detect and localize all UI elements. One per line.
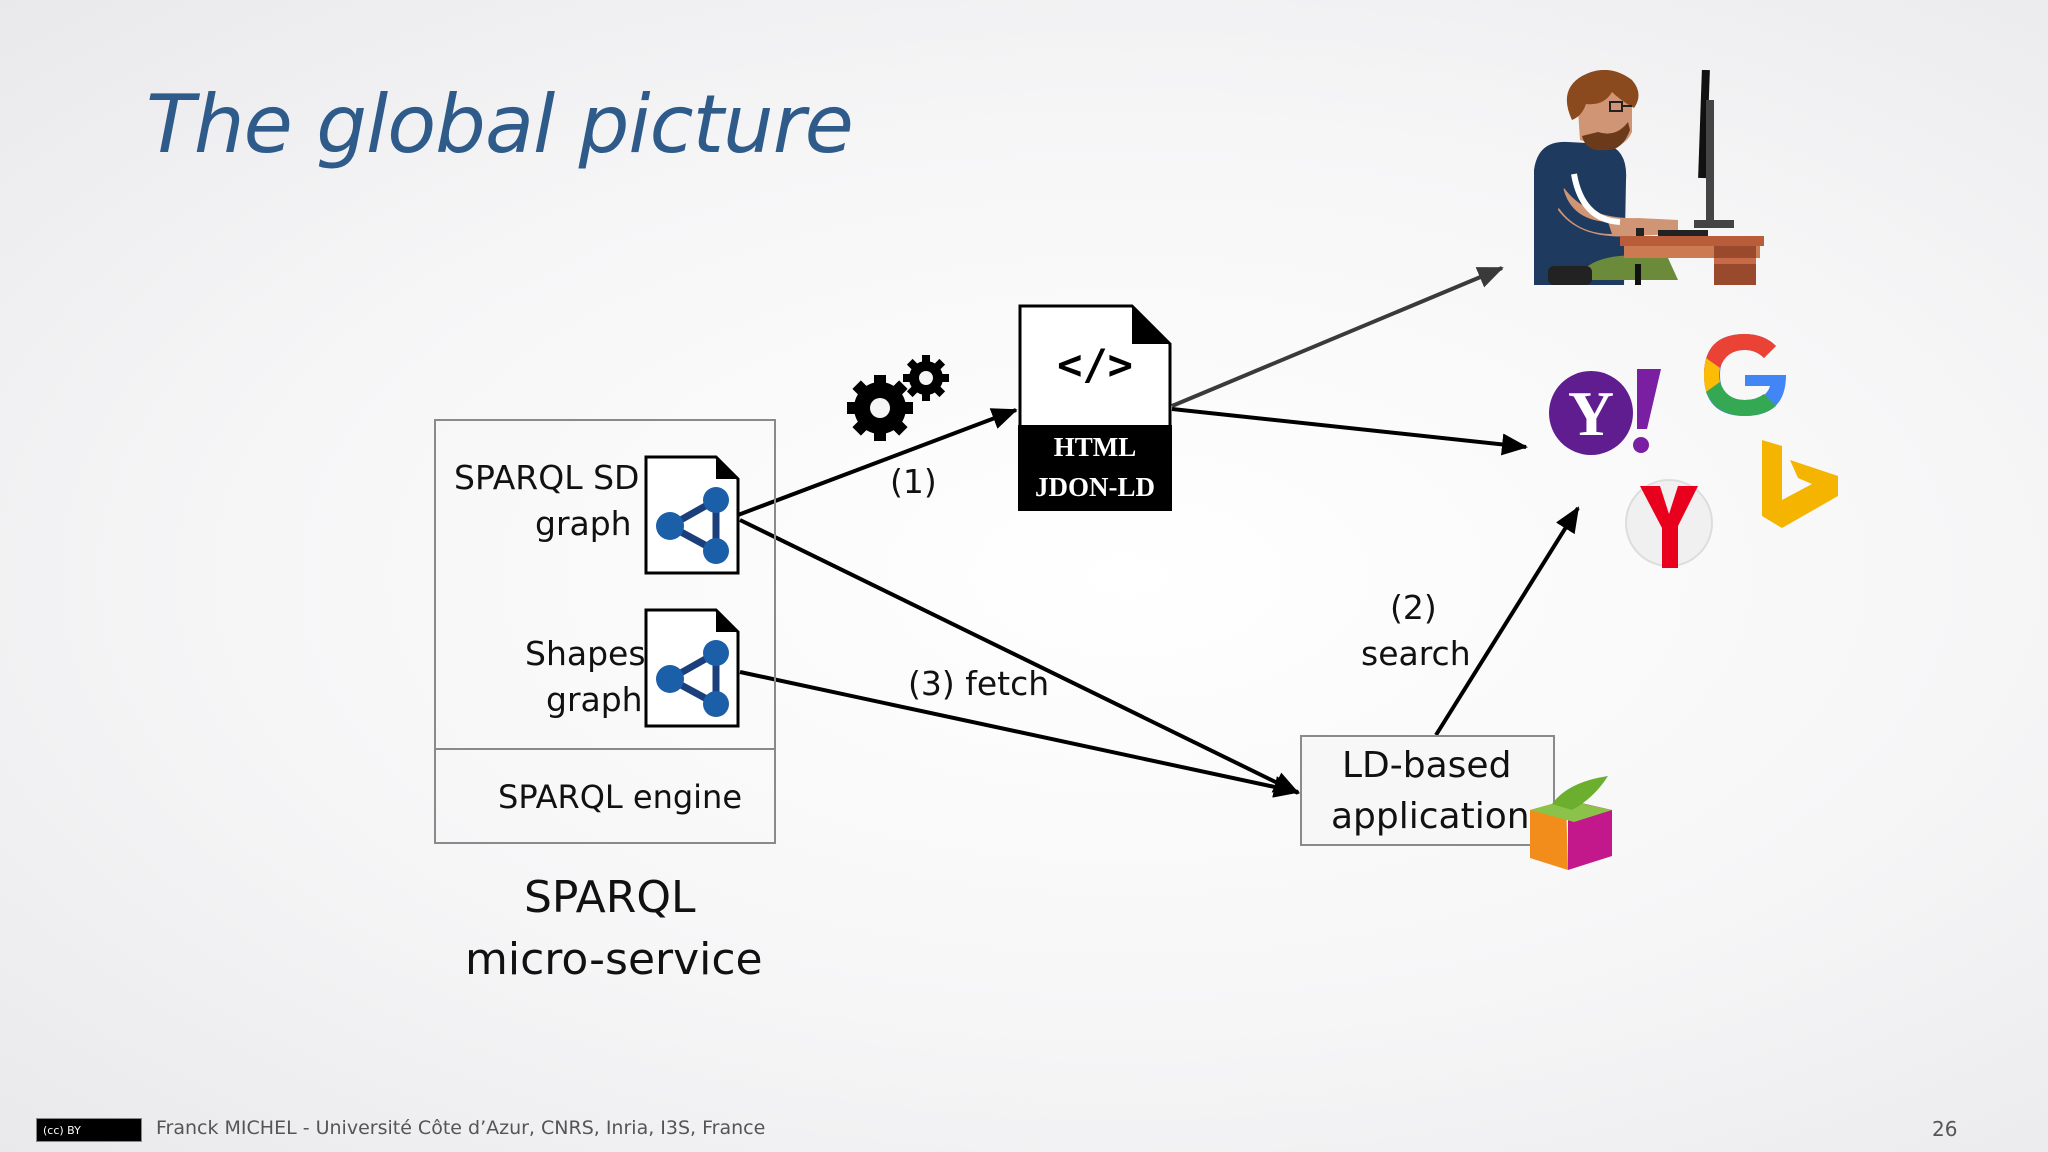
service-divider [434,748,776,750]
yandex-logo [1625,479,1713,568]
arrow-shapes-graph-to-app [739,670,1300,798]
cc-by-license-badge: (cc) BY [36,1118,142,1142]
sparql-micro-service-box [434,419,776,844]
arrow-step2-search [1434,506,1580,737]
user-at-computer-icon [1534,70,1764,285]
shapes-graph-label-line2: graph [546,680,643,719]
footer-author: Franck MICHEL - Université Côte d’Azur, … [156,1117,766,1139]
step1-label: (1) [890,462,937,501]
step2-label-line2: search [1361,634,1471,673]
rdf-graph-icon [644,608,740,728]
license-text: (cc) BY [43,1123,81,1137]
code-symbol: </> [1057,340,1133,389]
app-label-line1: LD-based [1342,745,1512,786]
html-jsonld-document: </> HTML JDON-LD [1018,304,1172,511]
sparql-engine-label: SPARQL engine [498,778,743,816]
arrow-to-user [1171,266,1504,408]
app-label-line2: application [1331,796,1530,837]
arrow-step1 [737,408,1018,517]
arrow-to-search-engines [1171,407,1528,456]
rdf-graph-icon [644,455,740,575]
format-line1: HTML [1053,432,1137,462]
step2-label-line1: (2) [1390,588,1437,627]
shapes-graph-label-line1: Shapes [525,634,646,673]
gears-icon [847,355,949,441]
step3-label: (3) fetch [908,664,1050,703]
svg-text:Y: Y [1568,378,1614,449]
format-band [1018,425,1172,511]
yahoo-logo: Y [1549,369,1661,455]
service-caption-line1: SPARQL [524,872,696,923]
cube-logo [1530,776,1612,870]
google-logo [1704,334,1786,416]
page-number: 26 [1932,1117,1958,1141]
ld-based-application-box [1300,735,1555,846]
slide-title: The global picture [146,78,854,171]
bing-logo [1762,440,1838,528]
arrow-sd-graph-to-app [739,518,1300,795]
sd-graph-label-line1: SPARQL SD [454,458,640,497]
sd-graph-label-line2: graph [535,504,632,543]
format-line2: JDON-LD [1035,472,1155,502]
service-caption-line2: micro-service [465,934,763,985]
